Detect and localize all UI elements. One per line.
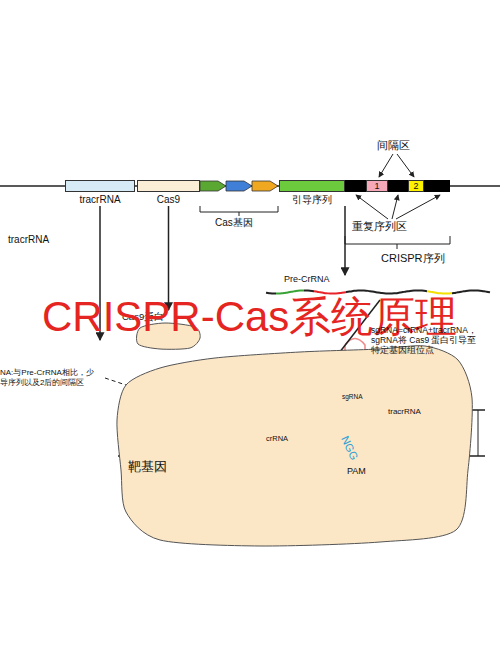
dashed-leader [360,352,418,396]
rna-segment [452,290,490,293]
dna-strand [118,442,485,456]
part-label: sgRNA [342,393,363,401]
shape-node: 靶基因 [95,340,480,550]
node-text: 2 [409,181,423,191]
part-label: PAM [347,466,366,477]
rna-segment [346,290,427,293]
rna-segment [314,291,346,293]
leader-arrow [356,195,388,219]
blob-outline [95,340,480,550]
sequence-box: 2 [408,180,424,192]
base-pairs [379,410,478,456]
gene-bar [279,180,345,192]
repeat-region [345,180,450,192]
rna-pairs [240,432,328,442]
gene-bar [137,180,200,192]
blob-shape [117,346,472,546]
sequence-box: Cas9 [137,180,200,206]
sequence-box: 1 [366,180,388,192]
leader-arrow [397,154,414,177]
bracket [345,236,450,249]
node-text: 靶基因 [128,460,167,474]
note-text: NA:与Pre-CrRNA相比，少 导序列以及2后的间隔区 [0,368,102,387]
gene-bar [65,180,135,192]
part-label: CRISPR序列 [381,252,445,265]
part-label: 重复序列区 [352,220,407,233]
node-text: tracrRNA [65,194,135,205]
dashed-leader [105,378,272,434]
node-text: 引导序列 [279,194,345,205]
cas-gene-arrow [252,181,278,191]
cas-gene-arrow [200,181,226,191]
node-text: 1 [367,181,387,191]
part-label: tracrRNA [388,407,421,417]
bracket [200,206,278,216]
note-text: sgRNA=crRNA+tracrRNA， sgRNA将 Cas9 蛋白引导至 … [371,325,493,356]
part-label: Cas基因 [215,217,253,229]
base-pairs [126,410,216,456]
crrna-strand [232,345,345,432]
part-label: tracrRNA [8,234,49,246]
leader-arrow [396,195,440,219]
sequence-box: tracrRNA [65,180,135,206]
rna-segment [304,289,314,292]
rna-segment [276,290,304,293]
leader-arrow [392,195,398,219]
part-label: 间隔区 [377,139,410,152]
part-label: crRNA [266,434,288,443]
node-text: Pre-CrRNA [284,275,330,285]
leader-arrow [379,154,393,177]
sequence-box: Pre-CrRNA [262,275,492,297]
rna-segment [266,292,276,295]
connector-arrow [168,206,170,310]
cas-gene-arrow [226,181,252,191]
rna-segment [427,291,452,293]
dna-strand [118,398,485,410]
node-text: Cas9 [137,194,200,205]
sequence-box: 引导序列 [279,180,345,206]
connector-arrow [344,206,346,275]
